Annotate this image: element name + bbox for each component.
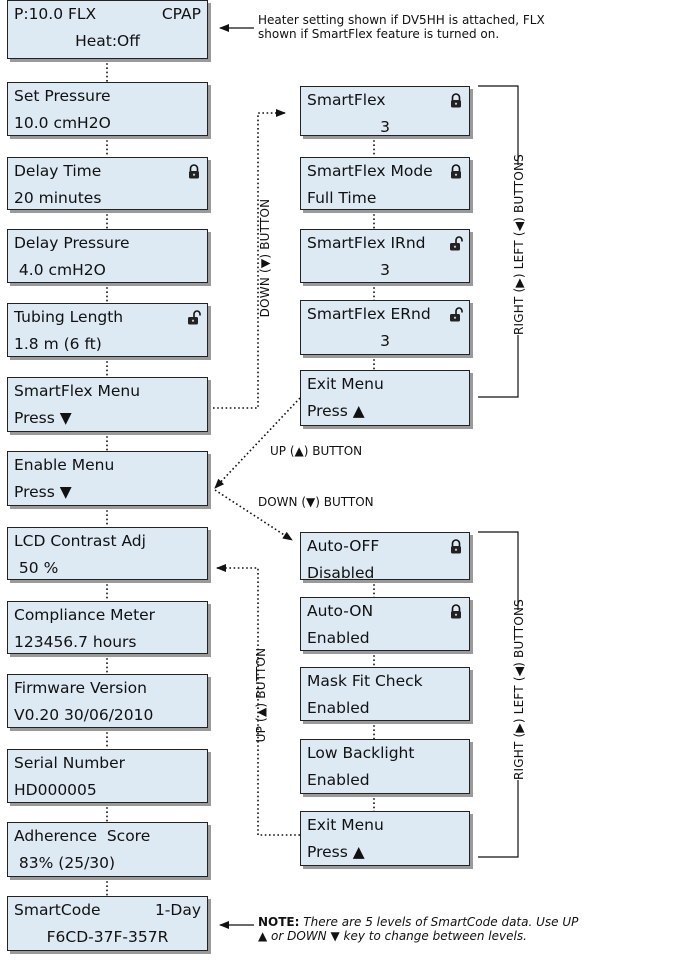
lcd-status-screen: P:10.0 FLX CPAP Heat:Off: [7, 0, 208, 59]
lcd-label: Tubing Length: [14, 308, 124, 326]
lcd-smartflex-exit: Exit Menu Press ▲: [300, 370, 470, 426]
status-mode-text: CPAP: [161, 5, 201, 23]
down-button-label-top: DOWN (▼) BUTTON: [258, 198, 272, 318]
status-heat-text: Heat:Off: [75, 32, 140, 50]
lcd-value: Press ▼: [14, 409, 72, 427]
lcd-value: 123456.7 hours: [14, 633, 137, 651]
lcd-value: Press ▲: [307, 402, 365, 420]
lcd-adherence-score: Adherence Score 83% (25/30): [7, 822, 208, 877]
lcd-value: 20 minutes: [14, 189, 102, 207]
lcd-auto-on: Auto-ON Enabled: [300, 597, 470, 651]
lcd-value: HD000005: [14, 781, 97, 799]
lcd-label: Delay Time: [14, 162, 102, 180]
right-left-buttons-label-bottom: RIGHT (▶) LEFT (◀) BUTTONS: [512, 599, 526, 780]
status-pressure-text: P:10.0 FLX: [14, 5, 97, 23]
lock-open-icon: [187, 310, 201, 325]
lcd-label: Auto-ON: [307, 602, 374, 620]
lcd-value: 10.0 cmH2O: [14, 114, 111, 132]
lcd-label: SmartFlex IRnd: [307, 234, 426, 252]
lcd-value: 4.0 cmH2O: [14, 261, 106, 279]
lcd-value: Press ▲: [307, 843, 365, 861]
heater-note: Heater setting shown if DV5HH is attache…: [258, 13, 676, 41]
lcd-smartflex-menu: SmartFlex Menu Press ▼: [7, 377, 208, 432]
lcd-firmware-version: Firmware Version V0.20 30/06/2010: [7, 674, 208, 728]
lcd-value: 83% (25/30): [14, 854, 116, 872]
lcd-value: 50 %: [14, 559, 59, 577]
lcd-label: Firmware Version: [14, 679, 147, 697]
lcd-label: Exit Menu: [307, 375, 384, 393]
lcd-value: V0.20 30/06/2010: [14, 706, 154, 724]
lcd-label: SmartFlex Mode: [307, 162, 433, 180]
lcd-label: Exit Menu: [307, 816, 384, 834]
lcd-enable-menu: Enable Menu Press ▼: [7, 451, 208, 506]
lcd-level: 1-Day: [154, 901, 201, 919]
lcd-value: 1.8 m (6 ft): [14, 335, 102, 353]
lcd-set-pressure: Set Pressure 10.0 cmH2O: [7, 82, 208, 136]
lcd-label: SmartFlex: [307, 91, 386, 109]
lcd-label: Serial Number: [14, 754, 126, 772]
lcd-label: Mask Fit Check: [307, 672, 423, 690]
lcd-value: Full Time: [307, 189, 377, 207]
lcd-label: Delay Pressure: [14, 234, 130, 252]
lcd-label: Adherence Score: [14, 827, 151, 845]
lcd-value: 3: [380, 332, 390, 350]
heater-note-line1: Heater setting shown if DV5HH is attache…: [258, 13, 545, 27]
lcd-label: SmartCode: [14, 901, 101, 919]
lcd-label: LCD Contrast Adj: [14, 532, 146, 550]
note-bold-label: NOTE:: [258, 915, 300, 929]
lcd-smartflex-ernd: SmartFlex ERnd 3: [300, 300, 470, 355]
smartcode-note-line1: There are 5 levels of SmartCode data. Us…: [303, 915, 579, 929]
up-button-label-mid: UP (▲) BUTTON: [270, 444, 363, 458]
lcd-label: SmartFlex ERnd: [307, 305, 431, 323]
lcd-delay-pressure: Delay Pressure 4.0 cmH2O: [7, 229, 208, 283]
lcd-label: Low Backlight: [307, 744, 415, 762]
lcd-tubing-length: Tubing Length 1.8 m (6 ft): [7, 303, 208, 357]
lcd-label: Set Pressure: [14, 87, 111, 105]
lcd-value: Enabled: [307, 629, 370, 647]
lcd-enable-exit: Exit Menu Press ▲: [300, 811, 470, 866]
lcd-low-backlight: Low Backlight Enabled: [300, 739, 470, 794]
lock-closed-icon: [449, 604, 463, 619]
smartcode-note: NOTE: There are 5 levels of SmartCode da…: [258, 915, 676, 943]
lock-open-icon: [449, 307, 463, 322]
lcd-compliance-meter: Compliance Meter 123456.7 hours: [7, 601, 208, 654]
lcd-smartflex: SmartFlex 3: [300, 86, 470, 136]
down-button-label-mid: DOWN (▼) BUTTON: [258, 495, 374, 509]
lcd-auto-off: Auto-OFF Disabled: [300, 532, 470, 580]
lcd-smartflex-mode: SmartFlex Mode Full Time: [300, 157, 470, 210]
lcd-value: Press ▼: [14, 483, 72, 501]
lock-closed-icon: [449, 539, 463, 554]
up-button-label-bottom: UP (▲) BUTTON: [254, 647, 268, 743]
lcd-mask-fit-check: Mask Fit Check Enabled: [300, 667, 470, 721]
lcd-value: Enabled: [307, 699, 370, 717]
lcd-contrast-adj: LCD Contrast Adj 50 %: [7, 527, 208, 580]
lcd-serial-number: Serial Number HD000005: [7, 749, 208, 803]
lcd-label: Compliance Meter: [14, 606, 156, 624]
lcd-value: Enabled: [307, 771, 370, 789]
right-left-buttons-label-top: RIGHT (▶) LEFT (◀) BUTTONS: [512, 154, 526, 335]
lcd-label: Enable Menu: [14, 456, 115, 474]
lock-open-icon: [449, 236, 463, 251]
lcd-value: 3: [380, 118, 390, 136]
heater-note-line2: shown if SmartFlex feature is turned on.: [258, 27, 500, 41]
lcd-smartcode: SmartCode 1-Day F6CD-37F-357R: [7, 896, 208, 951]
lcd-label: Auto-OFF: [307, 537, 380, 555]
lock-closed-icon: [187, 164, 201, 179]
lock-closed-icon: [449, 164, 463, 179]
lcd-smartflex-irnd: SmartFlex IRnd 3: [300, 229, 470, 283]
lcd-value: Disabled: [307, 564, 375, 580]
lock-closed-icon: [449, 93, 463, 108]
lcd-delay-time: Delay Time 20 minutes: [7, 157, 208, 210]
lcd-value: 3: [380, 261, 390, 279]
smartcode-note-line2: ▲ or DOWN ▼ key to change between levels…: [258, 929, 527, 943]
lcd-label: SmartFlex Menu: [14, 382, 141, 400]
lcd-value: F6CD-37F-357R: [46, 928, 169, 946]
